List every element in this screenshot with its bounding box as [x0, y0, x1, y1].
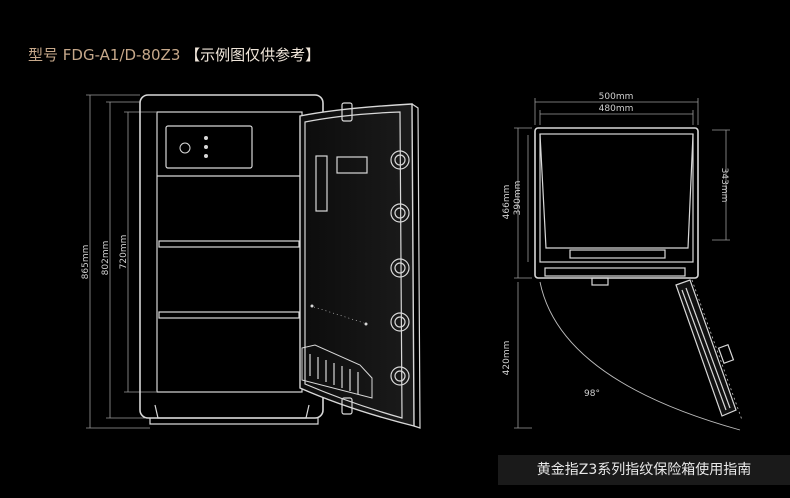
front-view — [86, 94, 421, 429]
dim-label-720: 720mm — [119, 235, 129, 270]
dim-label-480: 480mm — [599, 104, 634, 114]
reference-note: 【示例图仅供参考】 — [185, 46, 321, 64]
locking-bolt — [390, 203, 410, 223]
dim-label-802: 802mm — [101, 241, 111, 276]
door-swing-arc — [539, 281, 741, 431]
locking-bolts — [390, 150, 410, 386]
top-view-door — [675, 279, 737, 417]
dim-label-865: 865mm — [81, 245, 91, 280]
door-hinge — [341, 102, 353, 122]
top-body-outline — [534, 127, 699, 279]
fingerprint-sensor — [179, 142, 191, 154]
dim-label-500: 500mm — [599, 92, 634, 102]
door-hinge — [341, 397, 353, 415]
locking-bolt — [390, 312, 410, 332]
safe-inner-frame — [156, 111, 303, 393]
fingerprint-panel — [165, 125, 253, 169]
front-dimension-lines — [86, 94, 156, 429]
dim-label-420: 420mm — [502, 341, 512, 376]
angle-label-98: 98° — [584, 389, 600, 399]
guide-caption: 黄金指Z3系列指纹保险箱使用指南 — [498, 455, 790, 485]
lock-mechanism — [301, 344, 373, 399]
shelf — [158, 240, 300, 248]
locking-bolt — [390, 366, 410, 386]
top-view — [514, 98, 743, 431]
locking-bolt — [390, 150, 410, 170]
safe-base — [154, 404, 310, 419]
dim-label-343: 343mm — [719, 168, 729, 203]
safe-body-outline — [139, 94, 324, 419]
model-title: 型号 FDG-A1/D-80Z3 【示例图仅供参考】 — [28, 44, 320, 65]
locking-bolt — [390, 258, 410, 278]
model-label: 型号 FDG-A1/D-80Z3 — [28, 46, 181, 64]
open-door — [299, 102, 421, 429]
shelf — [158, 311, 300, 319]
dim-label-390: 390mm — [513, 181, 523, 216]
dim-label-466: 466mm — [502, 185, 512, 220]
